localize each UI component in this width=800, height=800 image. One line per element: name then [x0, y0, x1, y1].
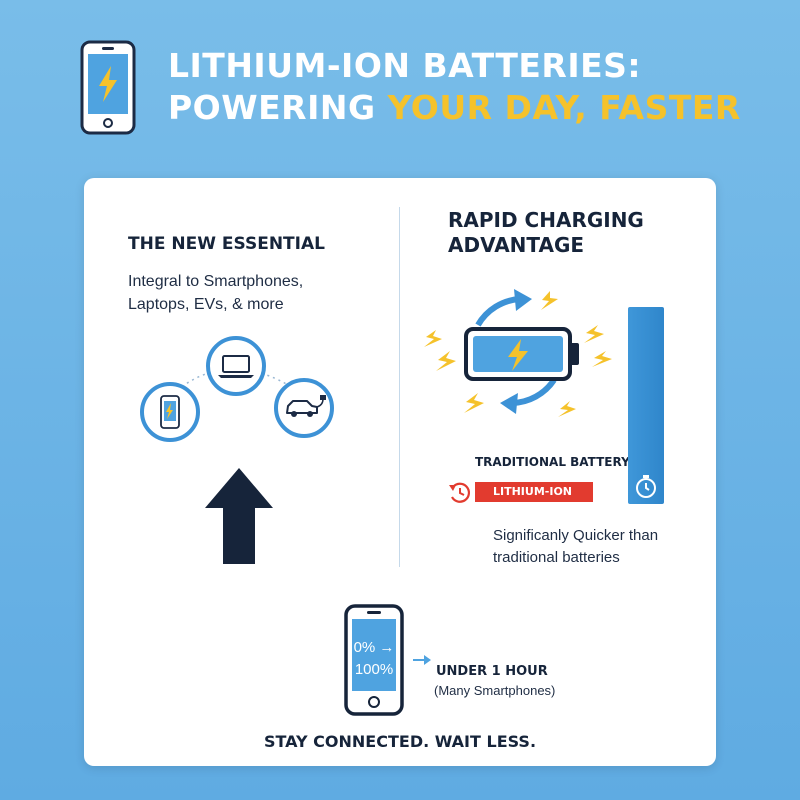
- tagline: STAY CONNECTED. WAIT LESS.: [263, 732, 537, 751]
- smartphone-icon: [140, 382, 200, 442]
- fast-charging-battery-icon: [424, 289, 612, 417]
- time-note: (Many Smartphones): [434, 683, 556, 698]
- title-highlight: YOUR DAY, FASTER: [387, 88, 741, 127]
- title-line-2: POWERING YOUR DAY, FASTER: [168, 87, 741, 129]
- column-divider: [399, 207, 400, 567]
- right-arrow-icon: [413, 655, 431, 665]
- essential-body-line-1: Integral to Smartphones,: [128, 273, 304, 290]
- traditional-battery-bar: [628, 307, 664, 504]
- laptop-icon: [206, 336, 266, 396]
- phone-charge-start: 0% →: [353, 639, 395, 656]
- phone-charging-icon: [80, 40, 136, 135]
- fast-clock-icon: [449, 482, 471, 503]
- charging-heading: RAPID CHARGING ADVANTAGE: [448, 208, 644, 258]
- charging-caption-line-1: Significanly Quicker than: [493, 527, 659, 544]
- charging-heading-line-1: RAPID CHARGING: [448, 208, 644, 232]
- time-label: UNDER 1 HOUR: [436, 664, 548, 679]
- phone-charge-end: 100%: [354, 661, 394, 678]
- charging-caption: Significanly Quicker than traditional ba…: [493, 525, 658, 569]
- up-arrow-icon: [205, 468, 273, 564]
- essential-body-line-2: Laptops, EVs, & more: [128, 296, 284, 313]
- page-title: LITHIUM-ION BATTERIES: POWERING YOUR DAY…: [168, 45, 741, 129]
- stopwatch-icon: [636, 475, 656, 498]
- essential-heading: THE NEW ESSENTIAL: [128, 234, 325, 254]
- title-line-1: LITHIUM-ION BATTERIES:: [168, 46, 642, 85]
- lithium-ion-bar: LITHIUM-ION: [475, 482, 593, 502]
- title-line-2-white: POWERING: [168, 88, 388, 127]
- traditional-battery-label: TRADITIONAL BATTERY: [475, 455, 630, 469]
- phone-full-charge-icon: [344, 604, 404, 716]
- charging-caption-line-2: traditional batteries: [493, 549, 620, 566]
- electric-car-icon: [274, 378, 334, 438]
- charging-heading-line-2: ADVANTAGE: [448, 233, 585, 257]
